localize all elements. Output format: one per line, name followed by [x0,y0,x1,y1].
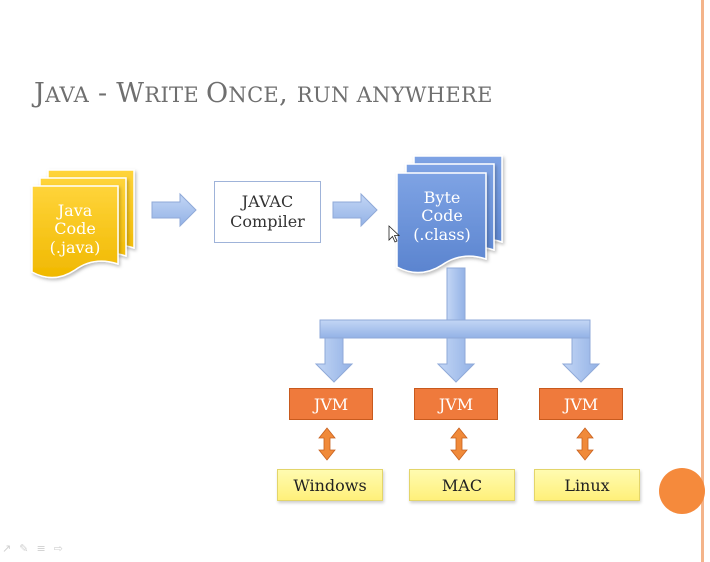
double-arrow-mac [450,427,468,461]
slideshow-toolbar[interactable]: ↗ ✎ ≡ ⇨ [2,542,63,555]
slide-right-border [701,0,704,562]
arrow-right-2 [332,192,378,228]
menu-icon[interactable]: ≡ [36,542,46,555]
arrow-down-windows [314,337,354,383]
title-segment: - [89,78,117,109]
platform-windows: Windows [277,469,383,501]
java-file-stack [31,169,135,279]
double-arrow-windows [318,427,336,461]
jvm-box-mac: JVM [414,388,498,420]
arrow-down-mac [436,337,476,383]
title-segment: ava [45,83,90,107]
forward-icon[interactable]: ⇨ [53,542,63,555]
trunk-connector [446,267,466,321]
arrow-down-linux [561,337,601,383]
distribution-bar [319,319,591,339]
title-segment: O [205,78,229,109]
title-segment: rite [144,83,206,107]
java-file-front [31,185,119,279]
byte-code-label: Byte Code (.class) [413,188,471,244]
title-segment: , [279,78,297,109]
slide-title: Java - Write Once, run anywhere [34,78,493,109]
java-code-label: Java Code (.java) [49,201,101,257]
title-segment: W [116,78,145,109]
mouse-pointer-icon [388,225,401,243]
jvm-box-windows: JVM [289,388,373,420]
platform-mac: MAC [409,469,515,501]
decorative-orange-circle [659,468,705,514]
jvm-box-linux: JVM [539,388,623,420]
double-arrow-linux [576,427,594,461]
pointer-icon[interactable]: ↗ [2,542,12,555]
arrow-right-1 [151,192,197,228]
javac-compiler-box: JAVAC Compiler [214,181,321,243]
pen-icon[interactable]: ✎ [19,542,29,555]
jvm-os-links [318,427,594,461]
byte-file-front [396,172,487,274]
platform-linux: Linux [534,469,640,501]
distribution-arrows [314,267,601,383]
title-segment: J [34,78,46,109]
byte-file-stack [396,155,503,274]
title-segment: run anywhere [296,83,493,107]
title-segment: nce [228,83,280,107]
